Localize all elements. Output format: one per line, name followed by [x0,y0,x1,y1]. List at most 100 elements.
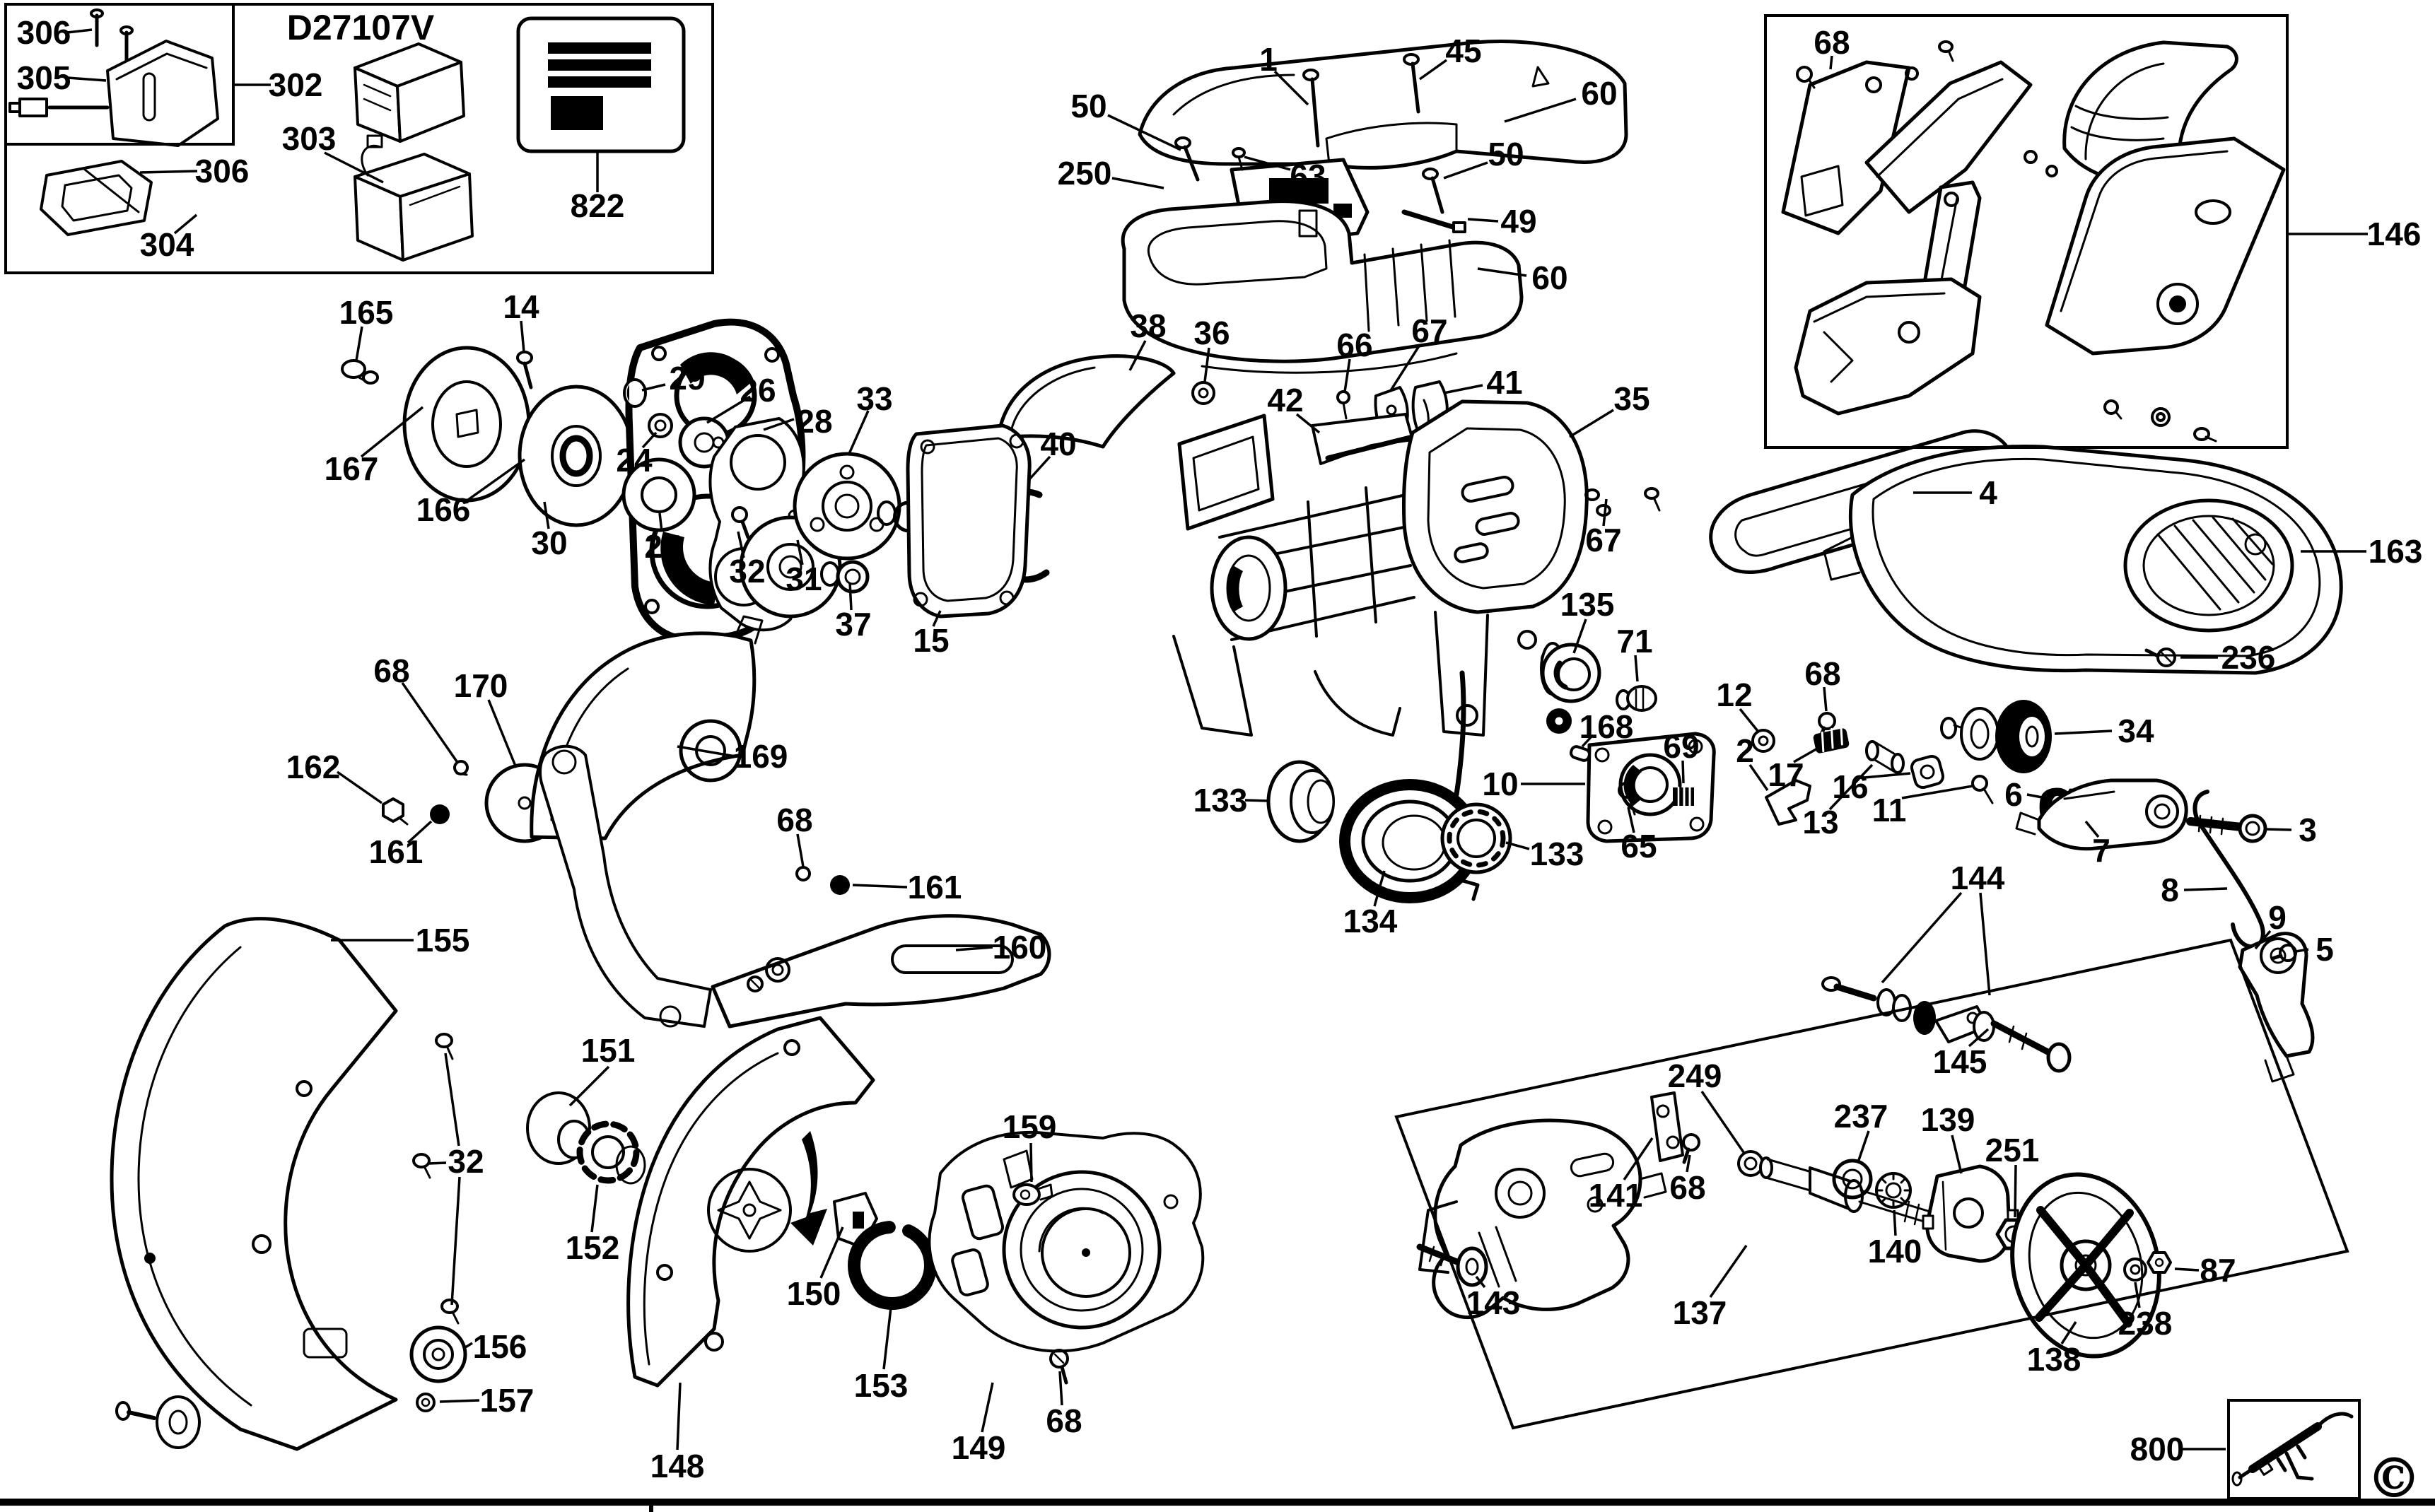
wire-link-8 [2192,790,2265,949]
callout-28-31: 28 [763,403,833,440]
handle-screw-50-right [1422,168,1444,214]
clip-2 [1765,779,1811,826]
callout-60-9: 60 [1504,75,1618,123]
part-number-13: 13 [1802,804,1838,840]
leader-line-6 [2026,793,2043,799]
washer-24 [648,413,673,438]
part-number-156: 156 [473,1328,527,1365]
leader-line-306 [139,170,198,174]
part-number-60: 60 [1531,259,1567,296]
part-number-68: 68 [1669,1169,1705,1206]
callout-5-76: 5 [2295,931,2334,968]
callout-68-16: 68 [1814,24,1850,70]
callout-34-63: 34 [2054,713,2154,749]
leader-line-71 [1634,655,1639,682]
part-number-6: 6 [2004,776,2023,813]
callout-167-33: 167 [325,406,424,487]
part-number-155: 155 [416,922,470,959]
part-number-152: 152 [566,1229,620,1266]
leader-line-41 [1443,384,1483,394]
callout-144-77: 144 [1881,860,2005,996]
part-number-7: 7 [2092,832,2110,869]
part-number-30: 30 [531,524,567,561]
screw-236 [2144,647,2176,667]
leader-line-27 [658,512,663,532]
leader-line-161 [852,884,908,889]
leader-line-17 [1793,746,1819,763]
part-number-24: 24 [616,442,653,479]
dust-deflector-146 [1794,277,1982,416]
part-number-157: 157 [480,1382,535,1419]
callout-17-67: 17 [1768,746,1819,793]
callout-306-0: 306 [17,14,93,51]
callout-156-94: 156 [462,1328,527,1365]
callout-152-93: 152 [566,1184,620,1266]
part-number-11: 11 [1872,792,1907,828]
leader-line-68 [796,833,805,867]
part-number-40: 40 [1040,426,1076,462]
callout-8-74: 8 [2161,872,2228,908]
callout-236-62: 236 [2180,639,2275,676]
cup-washer-133 [1266,760,1335,843]
callout-139-81: 139 [1921,1101,1975,1174]
part-number-306: 306 [195,153,250,189]
callout-69-55: 69 [1663,728,1700,784]
part-number-38: 38 [1130,307,1166,344]
part-number-133: 133 [1530,836,1584,872]
copyright-symbol: © [2366,1446,2422,1511]
callout-27-36: 27 [644,512,681,565]
part-number-302: 302 [269,66,323,103]
handle-lower-half-60 [1121,199,1524,374]
leader-line-251 [2014,1164,2017,1218]
part-number-9: 9 [2268,899,2287,936]
leader-line-30 [543,501,550,529]
part-number-165: 165 [339,294,394,331]
part-number-32: 32 [448,1143,484,1180]
callout-304-5: 304 [140,213,198,263]
leader-line-140 [1893,1209,1897,1236]
leader-line-151 [568,1065,610,1107]
nut-157 [115,1393,436,1449]
leader-line-139 [1951,1135,1963,1174]
leader-line-32 [737,531,745,558]
leader-line-60 [1504,98,1577,123]
part-number-68: 68 [373,652,409,689]
callout-11-70: 11 [1872,785,1973,828]
kerf-plate-42 [1311,413,1415,465]
part-number-69: 69 [1663,728,1699,765]
part-number-67: 67 [1585,522,1621,558]
screw-67-right [1644,487,1661,512]
leader-line-148 [676,1382,682,1451]
leader-line-68 [1829,55,1833,70]
callout-163-60: 163 [2301,533,2422,570]
callout-822-6: 822 [571,153,624,224]
leader-line-26 [706,395,751,424]
leader-line-68 [401,682,460,764]
leader-line-50 [1107,114,1181,151]
screw-5 [2270,944,2297,962]
washer-12 [1751,729,1775,753]
leader-line-156 [462,1342,473,1350]
washer-36 [1191,381,1215,405]
callout-60-15: 60 [1477,259,1568,296]
leader-line-12 [1739,708,1759,732]
part-number-49: 49 [1500,203,1536,240]
leader-line-144 [1979,892,1991,996]
part-number-36: 36 [1193,315,1230,351]
part-number-28: 28 [796,403,832,440]
part-number-15: 15 [913,622,949,659]
callout-9-75: 9 [2254,899,2287,950]
screw-68-shaft [1682,1133,1700,1164]
arm-casting-35 [1172,399,1611,737]
washer-238 [2123,1258,2147,1282]
laser-module-302 [354,42,465,143]
part-number-45: 45 [1445,33,1481,69]
part-drawings: α [0,8,2435,1512]
callout-66-20: 66 [1336,327,1373,392]
leader-line-152 [590,1184,599,1233]
leader-line-143 [1475,1275,1486,1289]
part-number-305: 305 [17,59,71,96]
part-number-138: 138 [2027,1341,2081,1378]
leader-line-157 [439,1399,480,1403]
part-number-166: 166 [416,491,471,528]
